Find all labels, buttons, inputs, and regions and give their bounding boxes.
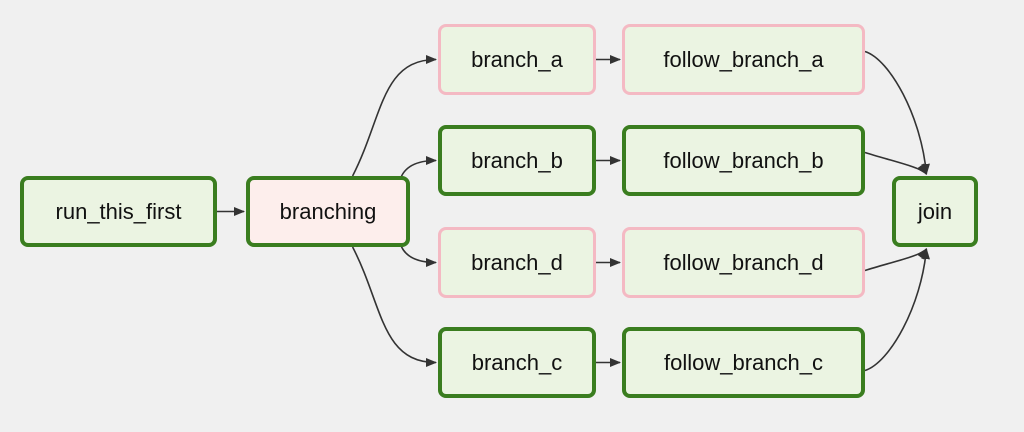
edge-follow-branch-c-to-join: [864, 247, 930, 372]
task-node-follow-branch-b[interactable]: follow_branch_b: [622, 125, 865, 196]
edge-follow-branch-b-to-join: [864, 151, 928, 175]
task-node-branch-c[interactable]: branch_c: [438, 327, 596, 398]
task-label: branch_c: [471, 349, 563, 375]
task-label: run_this_first: [55, 198, 182, 224]
edge-follow-branch-a-to-join: [864, 50, 930, 176]
task-label: branching: [279, 198, 377, 224]
task-node-follow-branch-c[interactable]: follow_branch_c: [622, 327, 865, 398]
task-label: follow_branch_a: [663, 46, 824, 72]
task-label: follow_branch_d: [663, 249, 824, 275]
edge-branching-to-branch-c: [351, 246, 438, 367]
task-node-branching[interactable]: branching: [246, 176, 410, 247]
task-label: branch_b: [471, 147, 563, 173]
task-label: follow_branch_b: [663, 147, 824, 173]
task-label: branch_a: [471, 46, 563, 72]
task-node-join[interactable]: join: [892, 176, 978, 247]
task-label: join: [917, 198, 953, 224]
task-node-follow-branch-d[interactable]: follow_branch_d: [622, 227, 865, 298]
task-label: branch_d: [471, 249, 563, 275]
edge-follow-branch-d-to-join: [864, 248, 928, 272]
edge-branching-to-branch-a: [351, 55, 438, 177]
task-node-run-this-first[interactable]: run_this_first: [20, 176, 217, 247]
task-node-follow-branch-a[interactable]: follow_branch_a: [622, 24, 865, 95]
task-label: follow_branch_c: [664, 349, 823, 375]
task-node-branch-a[interactable]: branch_a: [438, 24, 596, 95]
task-node-branch-b[interactable]: branch_b: [438, 125, 596, 196]
task-node-branch-d[interactable]: branch_d: [438, 227, 596, 298]
